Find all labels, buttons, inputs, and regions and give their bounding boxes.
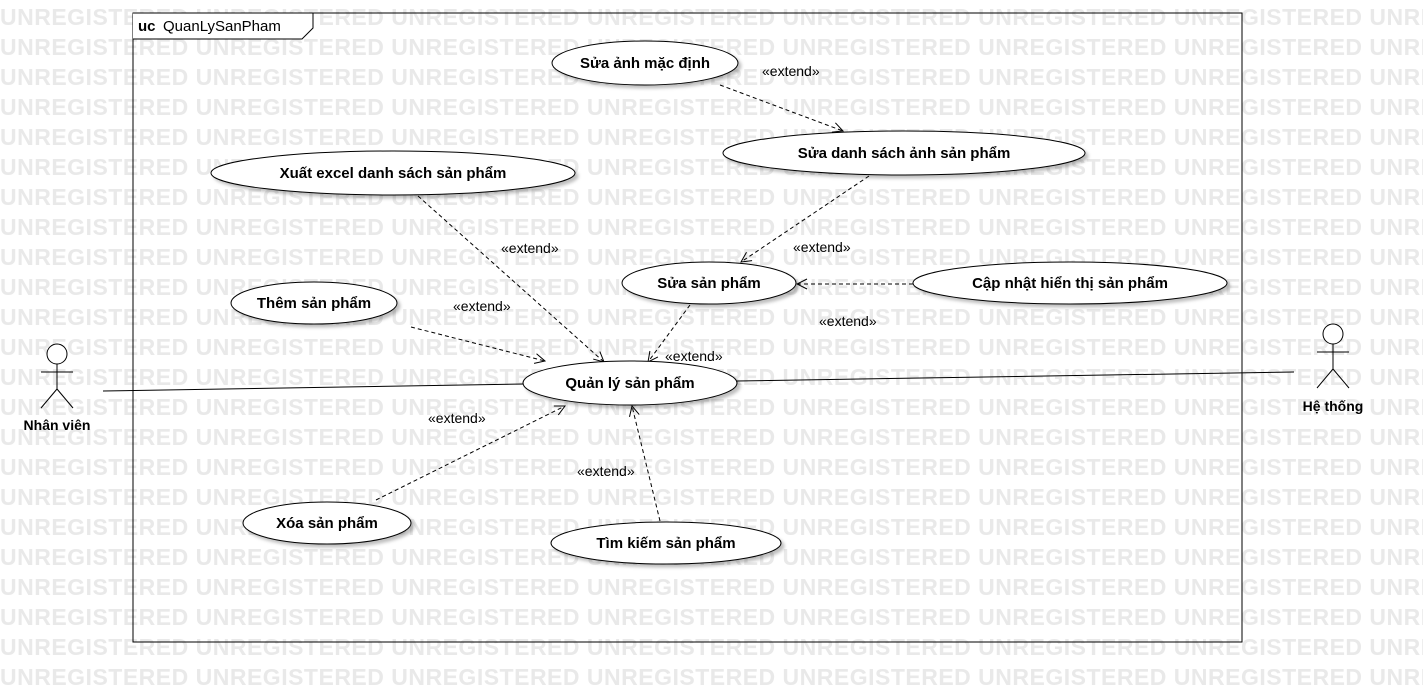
extend-label: «extend» [428,410,486,426]
use-case-edit-product[interactable]: Sửa sản phẩm [621,261,797,305]
frame-keyword: uc [138,18,156,35]
frame-name: QuanLySanPham [163,18,281,35]
use-case-label: Thêm sản phẩm [257,295,371,312]
use-case-label: Sửa danh sách ảnh sản phẩm [798,145,1011,162]
use-case-label: Xuất excel danh sách sản phẩm [280,165,507,182]
use-case-delete-product[interactable]: Xóa sản phẩm [242,501,412,545]
use-case-label: Sửa sản phẩm [657,275,760,292]
extend-label: «extend» [819,313,877,329]
use-case-manage[interactable]: Quản lý sản phẩm [522,360,738,406]
frame-border [132,12,1243,643]
association-staff-manage [102,383,524,392]
extend-add-to-manage [410,326,545,361]
actor-system[interactable] [1316,323,1350,389]
use-case-add-product[interactable]: Thêm sản phẩm [230,281,398,325]
actor-staff[interactable] [40,343,74,409]
frame-tab [133,12,314,40]
extend-default-image-to-image-list [719,84,843,131]
extend-export-to-manage [417,195,604,362]
association-system-manage [736,371,1295,382]
extend-label: «extend» [665,348,723,364]
use-case-label: Sửa ảnh mặc định [580,55,710,72]
use-case-label: Quản lý sản phẩm [565,375,694,392]
actor-head-icon [1322,323,1344,345]
use-case-label: Xóa sản phẩm [276,515,378,532]
actor-system-label: Hệ thống [1303,398,1364,414]
use-case-edit-image-list[interactable]: Sửa danh sách ảnh sản phẩm [722,130,1086,176]
extend-label: «extend» [453,298,511,314]
use-case-label: Tìm kiếm sản phẩm [596,535,735,552]
use-case-export-excel[interactable]: Xuất excel danh sách sản phẩm [210,150,576,196]
use-case-search-product[interactable]: Tìm kiếm sản phẩm [550,521,782,565]
extend-label: «extend» [793,239,851,255]
actor-staff-label: Nhân viên [24,417,91,433]
system-frame: uc QuanLySanPham [132,12,1243,643]
use-case-edit-default-image[interactable]: Sửa ảnh mặc định [551,40,739,86]
extend-edit-product-to-manage [648,304,691,362]
extend-label: «extend» [501,240,559,256]
extend-label: «extend» [577,463,635,479]
extend-delete-to-manage [375,406,565,501]
extend-search-to-manage [632,406,661,522]
extend-label: «extend» [762,63,820,79]
actor-head-icon [46,343,68,365]
use-case-label: Cập nhật hiển thị sản phẩm [972,275,1168,292]
extend-image-list-to-edit-product [741,175,870,262]
use-case-update-visibility[interactable]: Cập nhật hiển thị sản phẩm [912,261,1228,305]
